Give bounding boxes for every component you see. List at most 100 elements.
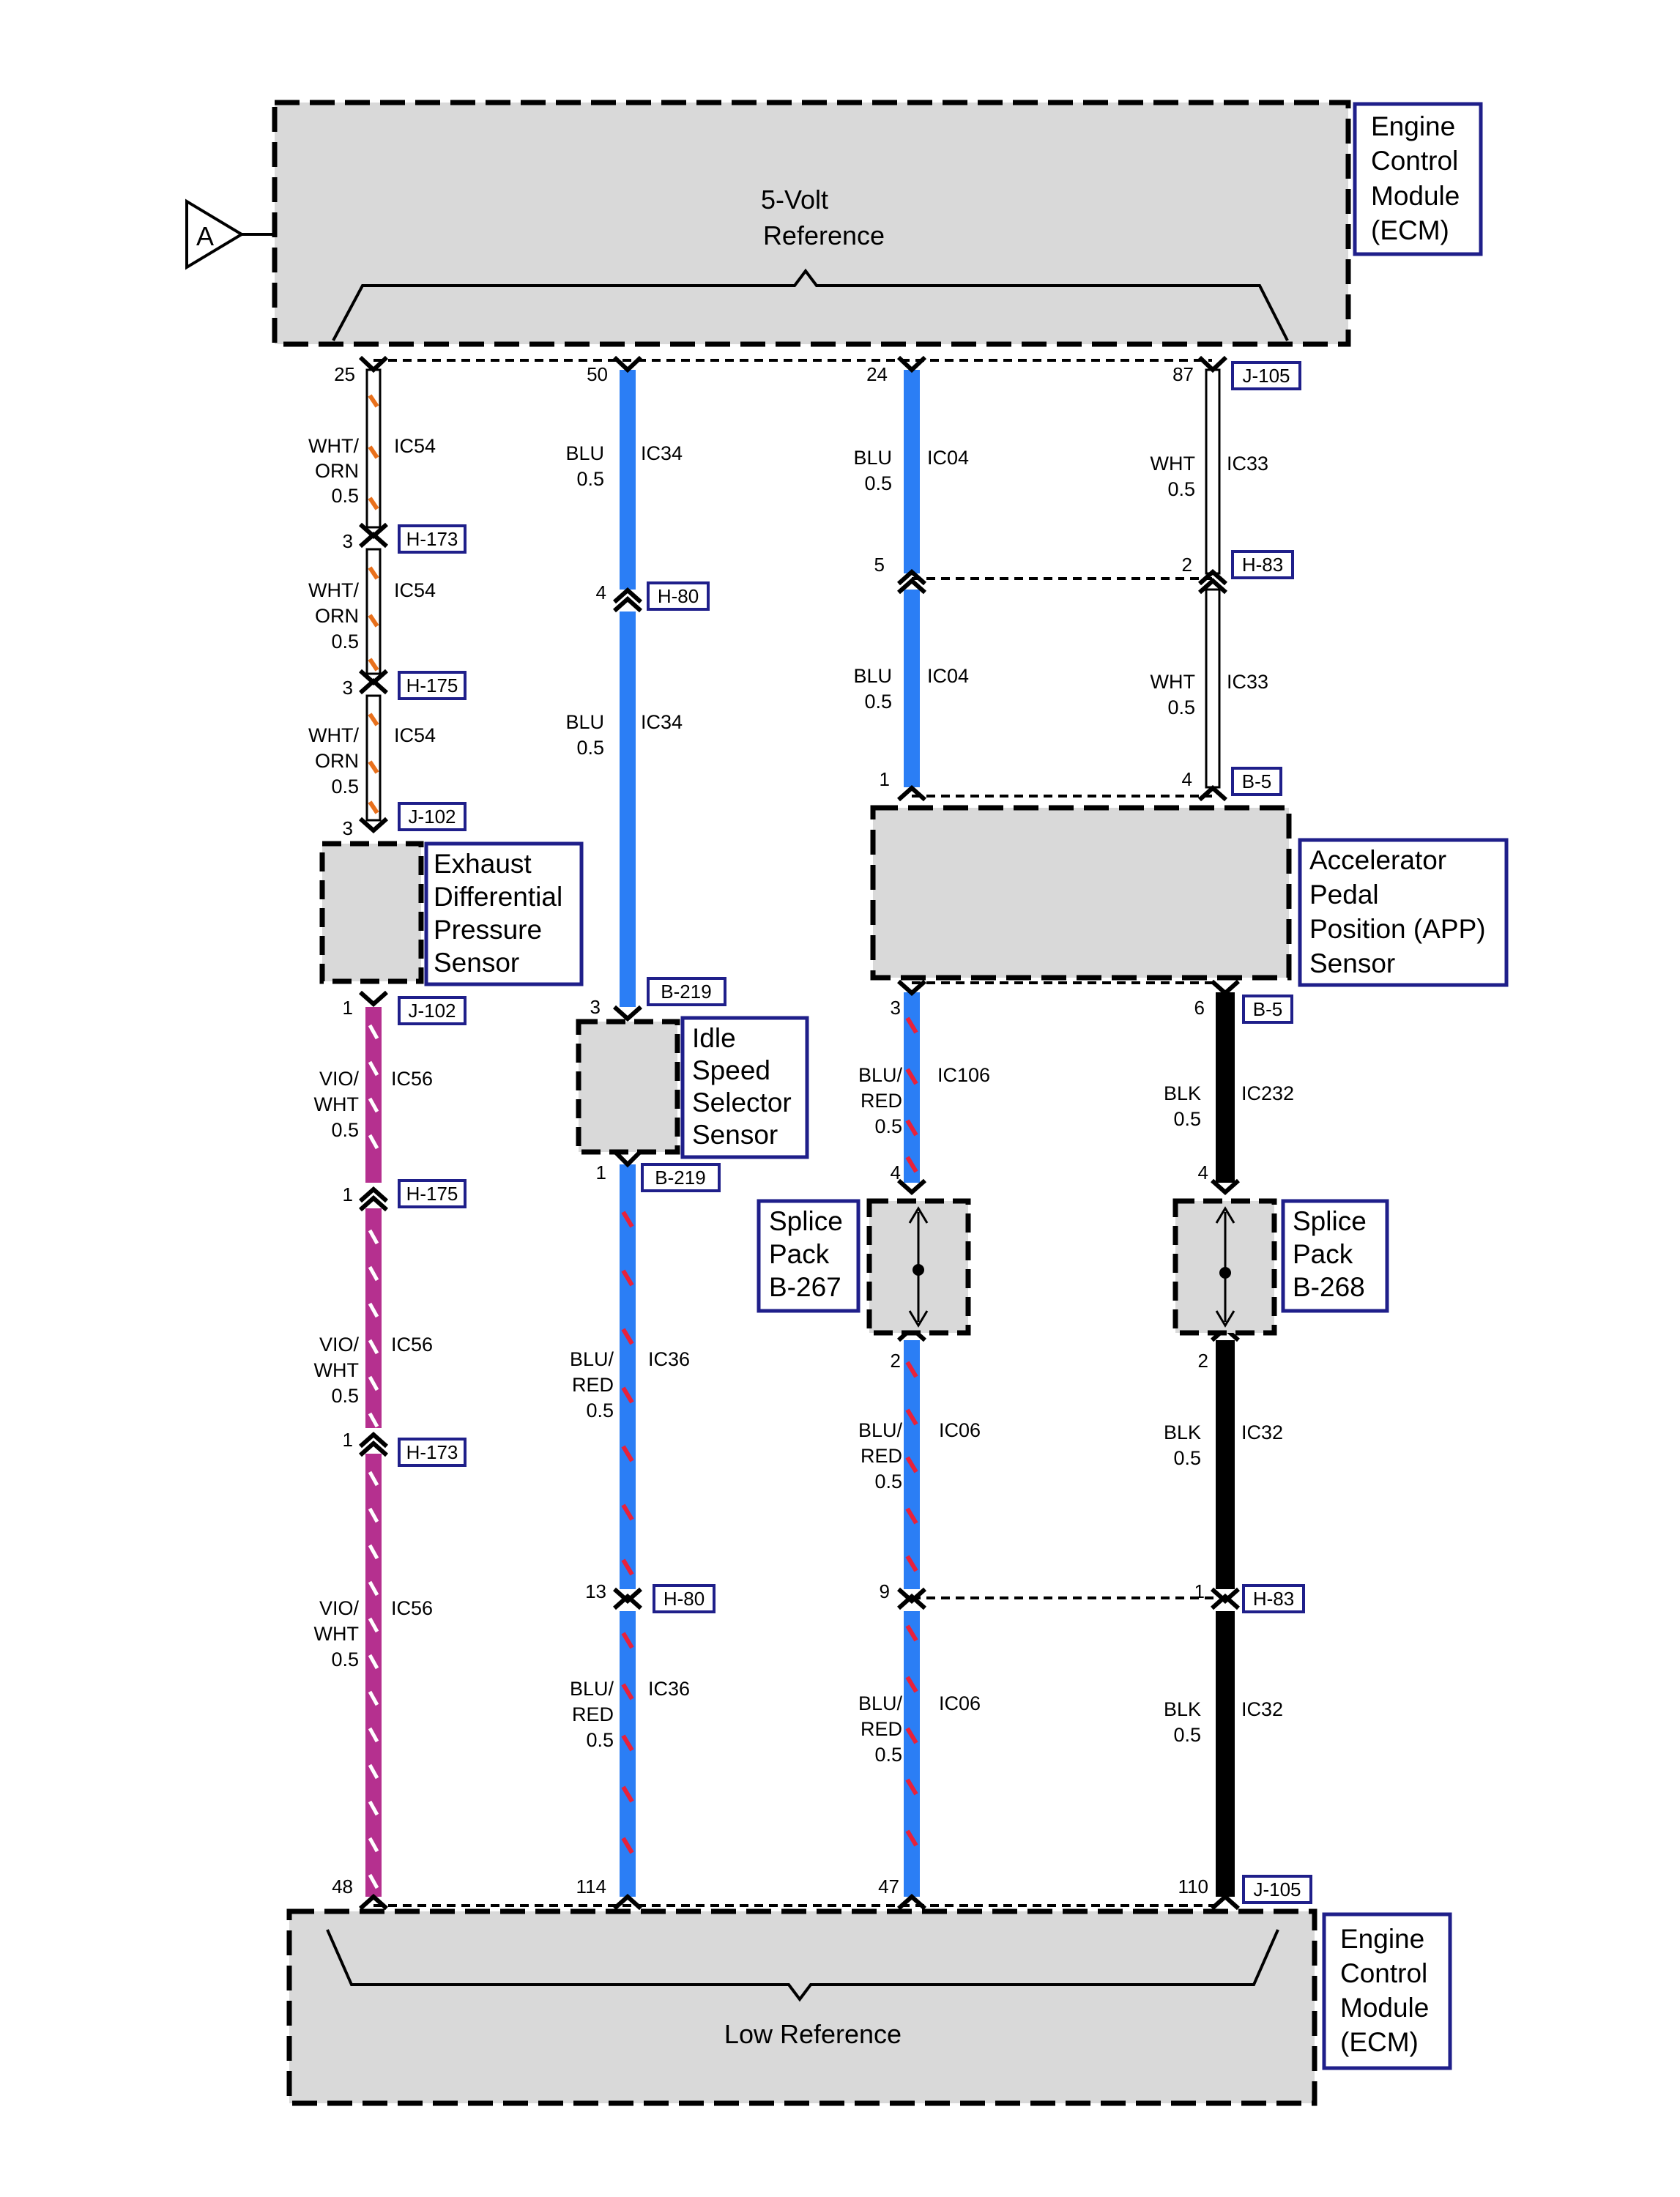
pin-c1-h173: 3 [343,530,353,552]
stripe [905,1016,918,1034]
stripe [621,1445,634,1462]
pin-c4-app: 6 [1194,997,1205,1019]
wire-circuit: IC36 [648,1348,690,1370]
wire-c1-s2 [365,548,382,675]
stripe [905,1829,918,1847]
wire-color: 0.5 [576,468,604,490]
wire-circuit: IC106 [937,1064,990,1086]
stripe [368,1097,379,1113]
column-2: 50 4 3 1 13 114 H-80 B-219 B-219 H-80 BL… [565,355,809,1911]
connector-c2-top [612,355,643,373]
stripe [368,1580,379,1596]
conn-b219: B-219 [647,977,726,1006]
connector-c4-app [1211,979,1240,997]
connector-c4-b5 [1198,784,1227,802]
wire-color: 0.5 [331,1385,359,1407]
pin-c3-bottom: 47 [878,1876,899,1897]
wire-color: 0.5 [874,1115,902,1137]
ecm-bottom-bracket [326,1929,1279,2002]
ecm-bottom-label-box [1322,1912,1452,2070]
wire-color: BLK [1164,1421,1201,1443]
wire-label-c4-s5: BLK 0.5 IC32 [1164,1698,1283,1746]
stripe [368,1302,379,1318]
conn-label: J-102 [408,1000,456,1022]
wire-circuit: IC33 [1227,671,1268,693]
wire-color: WHT/ [308,435,359,457]
conn-h173b: H-173 [398,1438,467,1467]
idle-sensor-label-2: Speed [692,1055,770,1085]
wire-color: VIO/ [319,1597,360,1619]
connector-c1-h173b [359,1431,388,1457]
splice-pack-1-label-3: B-267 [769,1272,841,1302]
ecm-bottom-label-3: Module [1340,1993,1429,2023]
pin-c3-app: 3 [891,997,901,1019]
ecm-top-text-2: Reference [763,220,885,250]
wire-c3-s3 [904,992,920,1183]
conn-j102b: J-102 [398,996,467,1025]
connector-c2-h80b [613,1587,642,1610]
pin-c4-b5: 4 [1182,768,1192,790]
conn-box [653,1584,716,1613]
wire-color: ORN [315,605,359,627]
stripe [621,1386,634,1404]
connector-c3-bottom [897,1893,926,1911]
ecm-bottom-label-4: (ECM) [1340,2027,1419,2057]
stripe [905,1119,918,1137]
pin-c2-b219: 3 [590,996,601,1018]
wire-circuit: IC04 [927,447,969,469]
conn-b5b: B-5 [1242,995,1293,1024]
pin-c1-j102: 3 [343,817,353,839]
wire-c1-s4 [365,1007,382,1183]
conn-label: J-105 [1253,1878,1301,1900]
wire-label-c4-s4: BLK 0.5 IC32 [1164,1421,1283,1469]
conn-label: H-83 [1253,1588,1294,1610]
conn-box [647,581,710,611]
idle-sensor-label-box [680,1016,809,1159]
wire-color: ORN [315,460,359,482]
connector-c1-top [358,355,389,373]
app-sensor-label-box [1298,838,1509,987]
ecm-bottom-label-2: Control [1340,1958,1427,1988]
wire-circuit: IC34 [641,442,683,464]
app-sensor-label-4: Sensor [1309,948,1395,978]
conn-j105b: J-105 [1242,1875,1312,1904]
connector-a-label: A [196,221,214,251]
wire-circuit: IC54 [394,724,436,746]
stripe [905,1676,918,1693]
wire-label-c1-s6: VIO/ WHT 0.5 IC56 [314,1597,434,1670]
wire-circuit: IC54 [394,435,436,457]
wire-color: 0.5 [331,485,359,507]
stripe [905,1408,918,1426]
connector-dash-lines [373,359,1223,1907]
wire-color: 0.5 [874,1744,902,1766]
ecm-top-box [272,100,1351,347]
conn-box [1242,1584,1305,1613]
wire-c2-s2 [620,611,636,1007]
stripe [621,1837,634,1854]
wire-circuit: IC33 [1227,453,1268,475]
pin-c4-bottom: 110 [1178,1876,1208,1897]
stripe [621,1211,634,1228]
conn-label: H-173 [406,1441,458,1463]
pin-c1-h173b: 1 [343,1429,353,1451]
splice-pack-1-node [913,1264,924,1276]
exhaust-sensor-label-box [424,841,584,986]
exhaust-sensor-box [319,841,424,984]
connector-c1-bottom [359,1893,388,1911]
wire-c2-s4 [620,1611,636,1897]
conn-h80: H-80 [647,581,710,611]
idle-sensor-label-4: Sensor [692,1120,778,1150]
connector-c3-sp-in [897,1178,926,1196]
wire-color: BLU [853,665,892,687]
wire-color: BLK [1164,1698,1201,1720]
wire-circuit: IC56 [391,1068,433,1090]
conn-h83b: H-83 [1242,1584,1305,1613]
conn-label: B-5 [1242,770,1271,792]
pin-c3-sp-in: 4 [891,1161,901,1183]
connector-c3-b5 [897,784,926,802]
connector-c2-b219b [612,1149,643,1168]
stripe [905,1555,918,1572]
column-1: 25 3 3 3 1 1 1 48 H-173 H-175 J-102 J-10… [308,355,584,1911]
stripe [368,1654,379,1670]
stripe [368,658,379,672]
